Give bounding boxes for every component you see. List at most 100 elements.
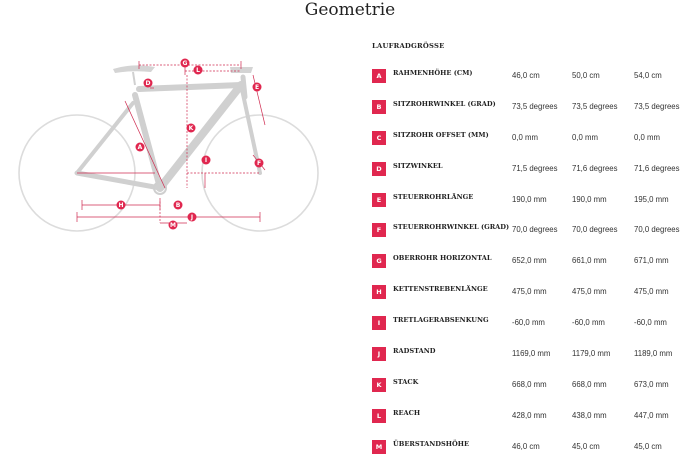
value-size-2: 70,0 degrees [572,225,618,235]
svg-text:E: E [255,84,259,91]
row-letter-badge: F [372,223,386,238]
value-size-3: 671,0 mm [634,256,669,266]
value-size-2: -60,0 mm [572,318,605,328]
value-size-1: 428,0 mm [512,410,547,420]
bike-frame [74,74,262,192]
value-size-3: 1189,0 mm [634,349,673,359]
value-size-1: 70,0 degrees [512,225,558,235]
table-row: E STEUERROHRLÄNGE 190,0 mm 190,0 mm 195,… [372,186,698,217]
value-size-3: 54,0 cm [634,71,662,80]
value-size-3: 73,5 degrees [634,101,680,111]
value-size-1: 46,0 cm [512,441,540,451]
row-letter-badge: A [372,69,386,83]
svg-text:L: L [196,67,200,74]
table-row: F STEUERROHRWINKEL (GRAD) 70,0 degrees 7… [372,216,698,247]
table-row: G OBERROHR HORIZONTAL 652,0 mm 661,0 mm … [372,247,698,278]
page-title: Geometrie [304,0,396,20]
value-size-2: 475,0 mm [572,287,607,297]
diagram-markers: G L D E K A I F H B J M [116,58,264,230]
value-size-3: 45,0 cm [634,441,662,451]
value-size-1: 1169,0 mm [512,349,551,359]
marker-m: M [168,220,178,230]
marker-f: F [254,158,264,168]
value-size-2: 1179,0 mm [572,349,611,359]
value-size-2: 73,5 degrees [572,101,618,111]
table-row: H KETTENSTREBENLÄNGE 475,0 mm 475,0 mm 4… [372,278,698,309]
row-letter-badge: I [372,316,386,331]
saddle [113,65,155,73]
row-label: ÜBERSTANDSHÖHE [393,439,469,448]
table-row: D SITZWINKEL 71,5 degrees 71,6 degrees 7… [372,155,698,186]
value-size-1: 0,0 mm [512,132,538,142]
value-size-1: 73,5 degrees [512,101,558,111]
marker-g: G [180,58,190,68]
marker-b: B [173,200,183,210]
value-size-1: 190,0 mm [512,194,547,204]
table-row: L REACH 428,0 mm 438,0 mm 447,0 mm [372,402,698,433]
row-letter-badge: J [372,347,386,362]
table-row: A RAHMENHÖHE (CM) 46,0 cm 50,0 cm 54,0 c… [372,62,698,93]
value-size-3: 71,6 degrees [634,163,680,173]
table-row: C SITZROHR OFFSET (MM) 0,0 mm 0,0 mm 0,0… [372,124,698,155]
row-label: RAHMENHÖHE (CM) [393,69,473,77]
value-size-2: 661,0 mm [572,256,607,266]
row-label: SITZWINKEL [393,161,443,170]
svg-text:I: I [205,157,207,164]
row-letter-badge: M [372,439,386,454]
table-row: B SITZROHRWINKEL (GRAD) 73,5 degrees 73,… [372,93,698,124]
value-size-3: 70,0 degrees [634,225,680,235]
value-size-2: 50,0 cm [572,71,600,80]
row-letter-badge: D [372,161,386,176]
bike-geometry-diagram: G L D E K A I F H B J M [15,45,335,245]
marker-h: H [116,200,126,210]
svg-text:K: K [189,125,194,132]
svg-text:A: A [138,144,143,151]
row-label: RADSTAND [393,347,436,356]
value-size-2: 438,0 mm [572,410,607,420]
row-letter-badge: C [372,130,386,145]
value-size-2: 668,0 mm [572,379,607,389]
table-row: I TRETLAGERABSENKUNG -60,0 mm -60,0 mm -… [372,309,698,340]
svg-text:F: F [257,160,261,167]
table-row: J RADSTAND 1169,0 mm 1179,0 mm 1189,0 mm [372,340,698,371]
value-size-1: 71,5 degrees [512,163,558,173]
value-size-2: 45,0 cm [572,441,600,451]
svg-text:M: M [170,222,176,229]
marker-l: L [193,65,203,75]
value-size-3: 0,0 mm [634,132,660,142]
row-letter-badge: E [372,192,386,207]
value-size-3: 475,0 mm [634,287,669,297]
value-size-1: -60,0 mm [512,318,545,328]
svg-text:J: J [190,214,193,221]
value-size-1: 652,0 mm [512,256,547,266]
geometry-table: A RAHMENHÖHE (CM) 46,0 cm 50,0 cm 54,0 c… [372,62,698,464]
table-row: M ÜBERSTANDSHÖHE 46,0 cm 45,0 cm 45,0 cm [372,433,698,464]
row-label: KETTENSTREBENLÄNGE [393,285,488,294]
marker-d: D [143,78,153,88]
value-size-1: 668,0 mm [512,379,547,389]
row-label: STEUERROHRLÄNGE [393,192,474,201]
value-size-1: 46,0 cm [512,71,540,80]
row-label: OBERROHR HORIZONTAL [393,254,492,263]
marker-a: A [135,142,145,152]
svg-text:D: D [146,80,151,87]
value-size-2: 0,0 mm [572,132,598,142]
value-size-2: 71,6 degrees [572,163,618,173]
marker-k: K [186,123,196,133]
value-size-2: 190,0 mm [572,194,607,204]
value-size-3: 195,0 mm [634,194,669,204]
row-letter-badge: K [372,377,386,392]
row-letter-badge: G [372,254,386,269]
row-letter-badge: B [372,99,386,114]
row-label: SITZROHRWINKEL (GRAD) [393,99,496,108]
svg-text:G: G [183,60,188,67]
value-size-3: 673,0 mm [634,379,669,389]
table-row: K STACK 668,0 mm 668,0 mm 673,0 mm [372,371,698,402]
marker-i: I [201,155,211,165]
value-size-3: 447,0 mm [634,410,669,420]
row-label: STACK [393,377,419,386]
row-letter-badge: L [372,408,386,423]
svg-text:H: H [118,202,123,209]
handlebar [230,67,253,73]
value-size-3: -60,0 mm [634,318,667,328]
